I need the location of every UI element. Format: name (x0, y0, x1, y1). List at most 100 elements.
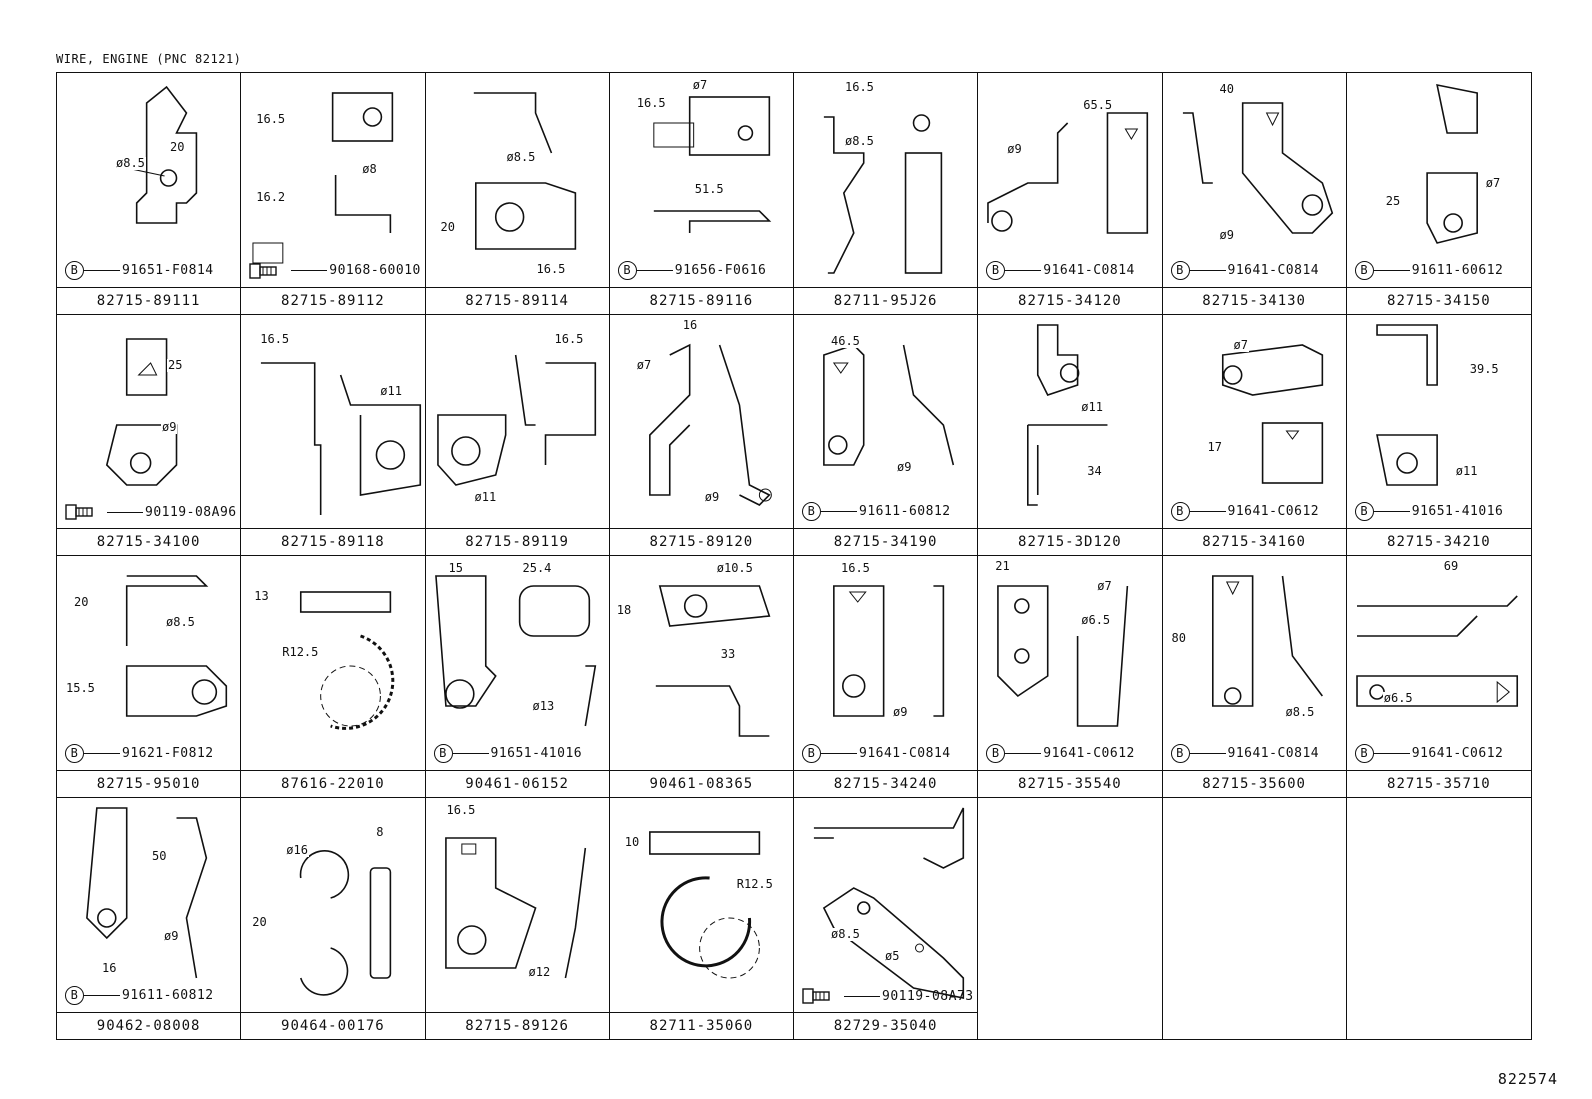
part-number: 82715-89118 (241, 528, 425, 555)
dimension-label: 15.5 (65, 681, 96, 695)
part-number: 82715-3D120 (978, 528, 1162, 555)
part-illustration (610, 798, 793, 1012)
dimension-label: ø6.5 (1382, 691, 1414, 705)
bolt-part-number: 91641-C0612 (1043, 745, 1135, 761)
dimension-label: 18 (615, 603, 633, 617)
part-number: 82715-35540 (978, 769, 1162, 797)
part-number: 82715-89111 (57, 286, 241, 314)
dimension-label: 15 (447, 561, 464, 575)
dimension-label: ø7 (635, 357, 653, 372)
bolt-part-number: 91641-C0612 (1411, 745, 1504, 761)
dimension-label: 50 (151, 848, 168, 863)
bolt-part-number: 91651-F0814 (122, 262, 214, 278)
leader-line (1005, 269, 1042, 271)
screw-icon (65, 503, 105, 521)
leader-line (291, 270, 328, 271)
dimension-label: ø11 (379, 383, 403, 398)
bolt-marker-icon: B (1354, 743, 1374, 763)
dimension-label: 16.5 (844, 80, 875, 94)
dimension-label: 20 (73, 595, 90, 609)
part-number: 82715-34150 (1346, 286, 1531, 314)
bolt-marker-icon: B (986, 260, 1006, 280)
dimension-label: ø6.5 (1080, 613, 1112, 627)
bolt-marker-icon: B (65, 743, 84, 763)
part-number: 82715-34240 (794, 769, 978, 797)
dimension-label: ø10.5 (715, 561, 754, 575)
part-number: 82715-34210 (1346, 528, 1531, 555)
dimension-label: 39.5 (1468, 361, 1500, 376)
bolt-part-number: 91651-41016 (1411, 504, 1504, 519)
part-number: 82715-89112 (241, 286, 425, 314)
part-illustration (1347, 73, 1531, 287)
leader-line (844, 995, 880, 997)
bolt-part-number: 91641-C0814 (859, 745, 951, 761)
bolt-callout: B 91651-41016 (1354, 502, 1504, 521)
part-number: 90462-08008 (57, 1012, 241, 1039)
dimension-label: 20 (169, 140, 186, 154)
dimension-label: ø7 (1232, 337, 1249, 352)
dimension-label: 33 (719, 647, 737, 661)
dimension-label: 16 (101, 960, 118, 975)
bolt-marker-icon: B (802, 502, 821, 521)
leader-line (1189, 752, 1226, 754)
part-number: 82715-34120 (978, 286, 1162, 314)
part-number: 82715-89126 (425, 1012, 609, 1039)
dimension-label: 16.5 (535, 262, 567, 276)
leader-line (84, 995, 120, 996)
part-illustration (241, 315, 424, 529)
dimension-label: ø8.5 (165, 615, 196, 629)
dimension-label: R12.5 (281, 645, 320, 659)
part-number: 82715-89119 (425, 528, 609, 555)
bolt-marker-icon: B (1354, 502, 1374, 521)
dimension-label: 46.5 (830, 333, 861, 348)
leader-line (1005, 752, 1042, 754)
part-illustration (426, 556, 609, 770)
bolt-marker-icon: B (65, 986, 84, 1005)
leader-line (1189, 511, 1226, 512)
leader-line (84, 269, 120, 271)
dimension-label: 25.4 (521, 561, 553, 575)
part-number: 82715-34190 (794, 528, 978, 555)
dimension-label: 51.5 (693, 182, 725, 196)
bolt-part-number: 91611-60812 (122, 988, 214, 1003)
part-illustration (426, 798, 609, 1012)
dimension-label: ø9 (163, 928, 180, 943)
dimension-label: ø11 (473, 489, 498, 504)
part-illustration (1347, 556, 1531, 770)
part-number: 82715-34160 (1162, 528, 1346, 555)
bolt-callout: B 91611-60812 (65, 986, 214, 1005)
part-illustration (1163, 556, 1346, 770)
bolt-marker-icon: B (433, 743, 453, 763)
dimension-label: ø11 (1080, 399, 1104, 414)
part-number: 82715-35600 (1162, 769, 1346, 797)
screw-icon (249, 262, 289, 280)
dimension-label: ø5 (884, 948, 901, 963)
part-illustration (57, 315, 240, 529)
bolt-part-number: 90119-08A96 (145, 504, 237, 520)
dimension-label: 10 (623, 834, 641, 849)
bolt-marker-icon: B (1354, 260, 1374, 280)
